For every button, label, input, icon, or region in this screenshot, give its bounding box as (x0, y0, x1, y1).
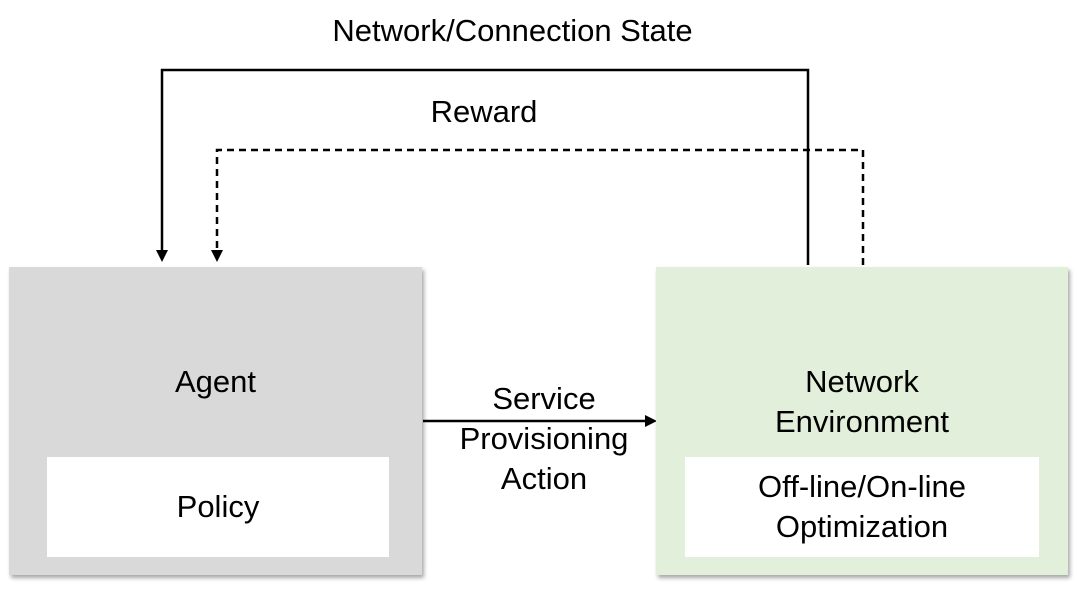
environment-box: Network Environment Off-line/On-line Opt… (656, 267, 1068, 575)
optimization-box: Off-line/On-line Optimization (685, 457, 1039, 557)
policy-label: Policy (176, 489, 260, 524)
reward-label: Reward (430, 94, 538, 129)
optimization-label: Off-line/On-line Optimization (758, 469, 966, 544)
state-feedback-line (160, 68, 810, 265)
state-arrowhead (156, 250, 168, 262)
agent-title: Agent (174, 364, 256, 399)
environment-title: Network Environment (774, 364, 950, 439)
agent-box: Agent Policy (9, 267, 422, 575)
action-label: Service Provisioning Action (459, 381, 629, 496)
action-arrowhead (645, 415, 657, 427)
state-label: Network/Connection State (332, 13, 693, 48)
reward-feedback-line (215, 148, 865, 265)
reward-arrowhead (211, 250, 223, 262)
policy-box: Policy (47, 457, 389, 557)
